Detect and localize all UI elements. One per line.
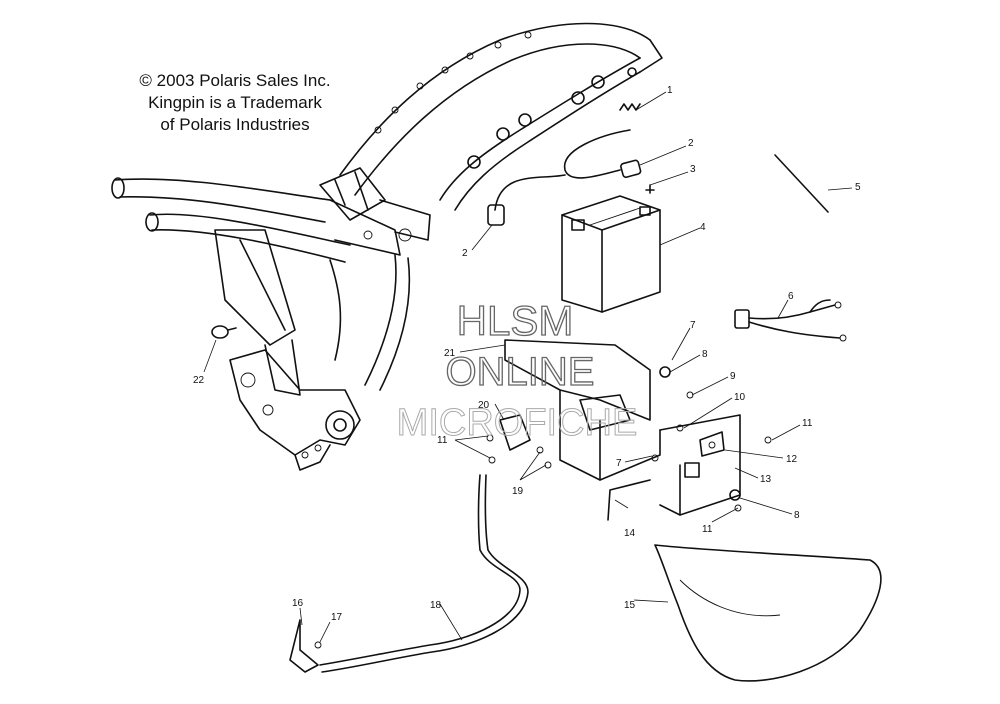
callout-label: 14 [624, 528, 636, 539]
battery-part-4 [561, 195, 661, 313]
callout-label: 19 [512, 486, 524, 497]
callout-label: 22 [193, 375, 205, 386]
hose-part-18 [319, 474, 521, 666]
callout-label: 10 [734, 392, 746, 403]
callout-label: 11 [437, 435, 448, 446]
callout-label: 12 [786, 454, 798, 465]
callout-label: 2 [688, 138, 694, 149]
copyright-notice: © 2003 Polaris Sales Inc. Kingpin is a T… [120, 70, 350, 136]
callout-label: 20 [478, 400, 490, 411]
callout-label: 5 [855, 182, 861, 193]
electrical-parts [289, 103, 882, 682]
leader-lines [203, 91, 853, 643]
part-1-clip [619, 103, 641, 111]
callout-label: 3 [690, 164, 696, 175]
part-17 [314, 641, 322, 649]
callout-label: 4 [700, 222, 706, 233]
copyright-line-3: of Polaris Industries [160, 115, 310, 134]
part-16 [289, 619, 319, 673]
copyright-line-2: Kingpin is a Trademark [148, 93, 322, 112]
watermark-line-3: MICROFICHE [397, 402, 638, 444]
callout-label: 9 [730, 371, 736, 382]
callout-label: 13 [760, 474, 772, 485]
watermark-line-2: ONLINE [446, 350, 595, 394]
rod-part-14 [607, 479, 651, 521]
callout-label: 16 [292, 598, 304, 609]
callout-label: 7 [616, 458, 622, 469]
strap-part-5 [774, 154, 829, 213]
callout-label: 8 [794, 510, 800, 521]
nut-8a [659, 366, 671, 378]
callout-label: 11 [802, 418, 813, 429]
callout-label: 15 [624, 600, 636, 611]
part-2-cable [563, 129, 631, 179]
callout-label: 11 [702, 524, 713, 535]
callout-label: 1 [667, 85, 673, 96]
watermark: HLSM ONLINE MICROFICHE [396, 296, 638, 444]
part-3-screw [645, 184, 655, 194]
callout-label: 18 [430, 600, 442, 611]
side-cover-part-15 [654, 544, 882, 682]
callout-labels: 1 2 2 3 4 5 6 7 7 8 8 9 10 11 11 11 12 1… [193, 85, 861, 623]
callout-label: 21 [444, 348, 456, 359]
watermark-line-1: HLSM [457, 297, 574, 344]
callout-label: 17 [331, 612, 343, 623]
bracket-part-20 [499, 414, 531, 451]
callout-label: 6 [788, 291, 794, 302]
callout-label: 8 [702, 349, 708, 360]
frame-illustration [111, 22, 663, 471]
nut-8b [729, 489, 741, 501]
callout-label: 7 [690, 320, 696, 331]
harness-part-6 [734, 299, 847, 342]
callout-label: 2 [462, 248, 468, 259]
copyright-line-1: © 2003 Polaris Sales Inc. [139, 71, 331, 90]
